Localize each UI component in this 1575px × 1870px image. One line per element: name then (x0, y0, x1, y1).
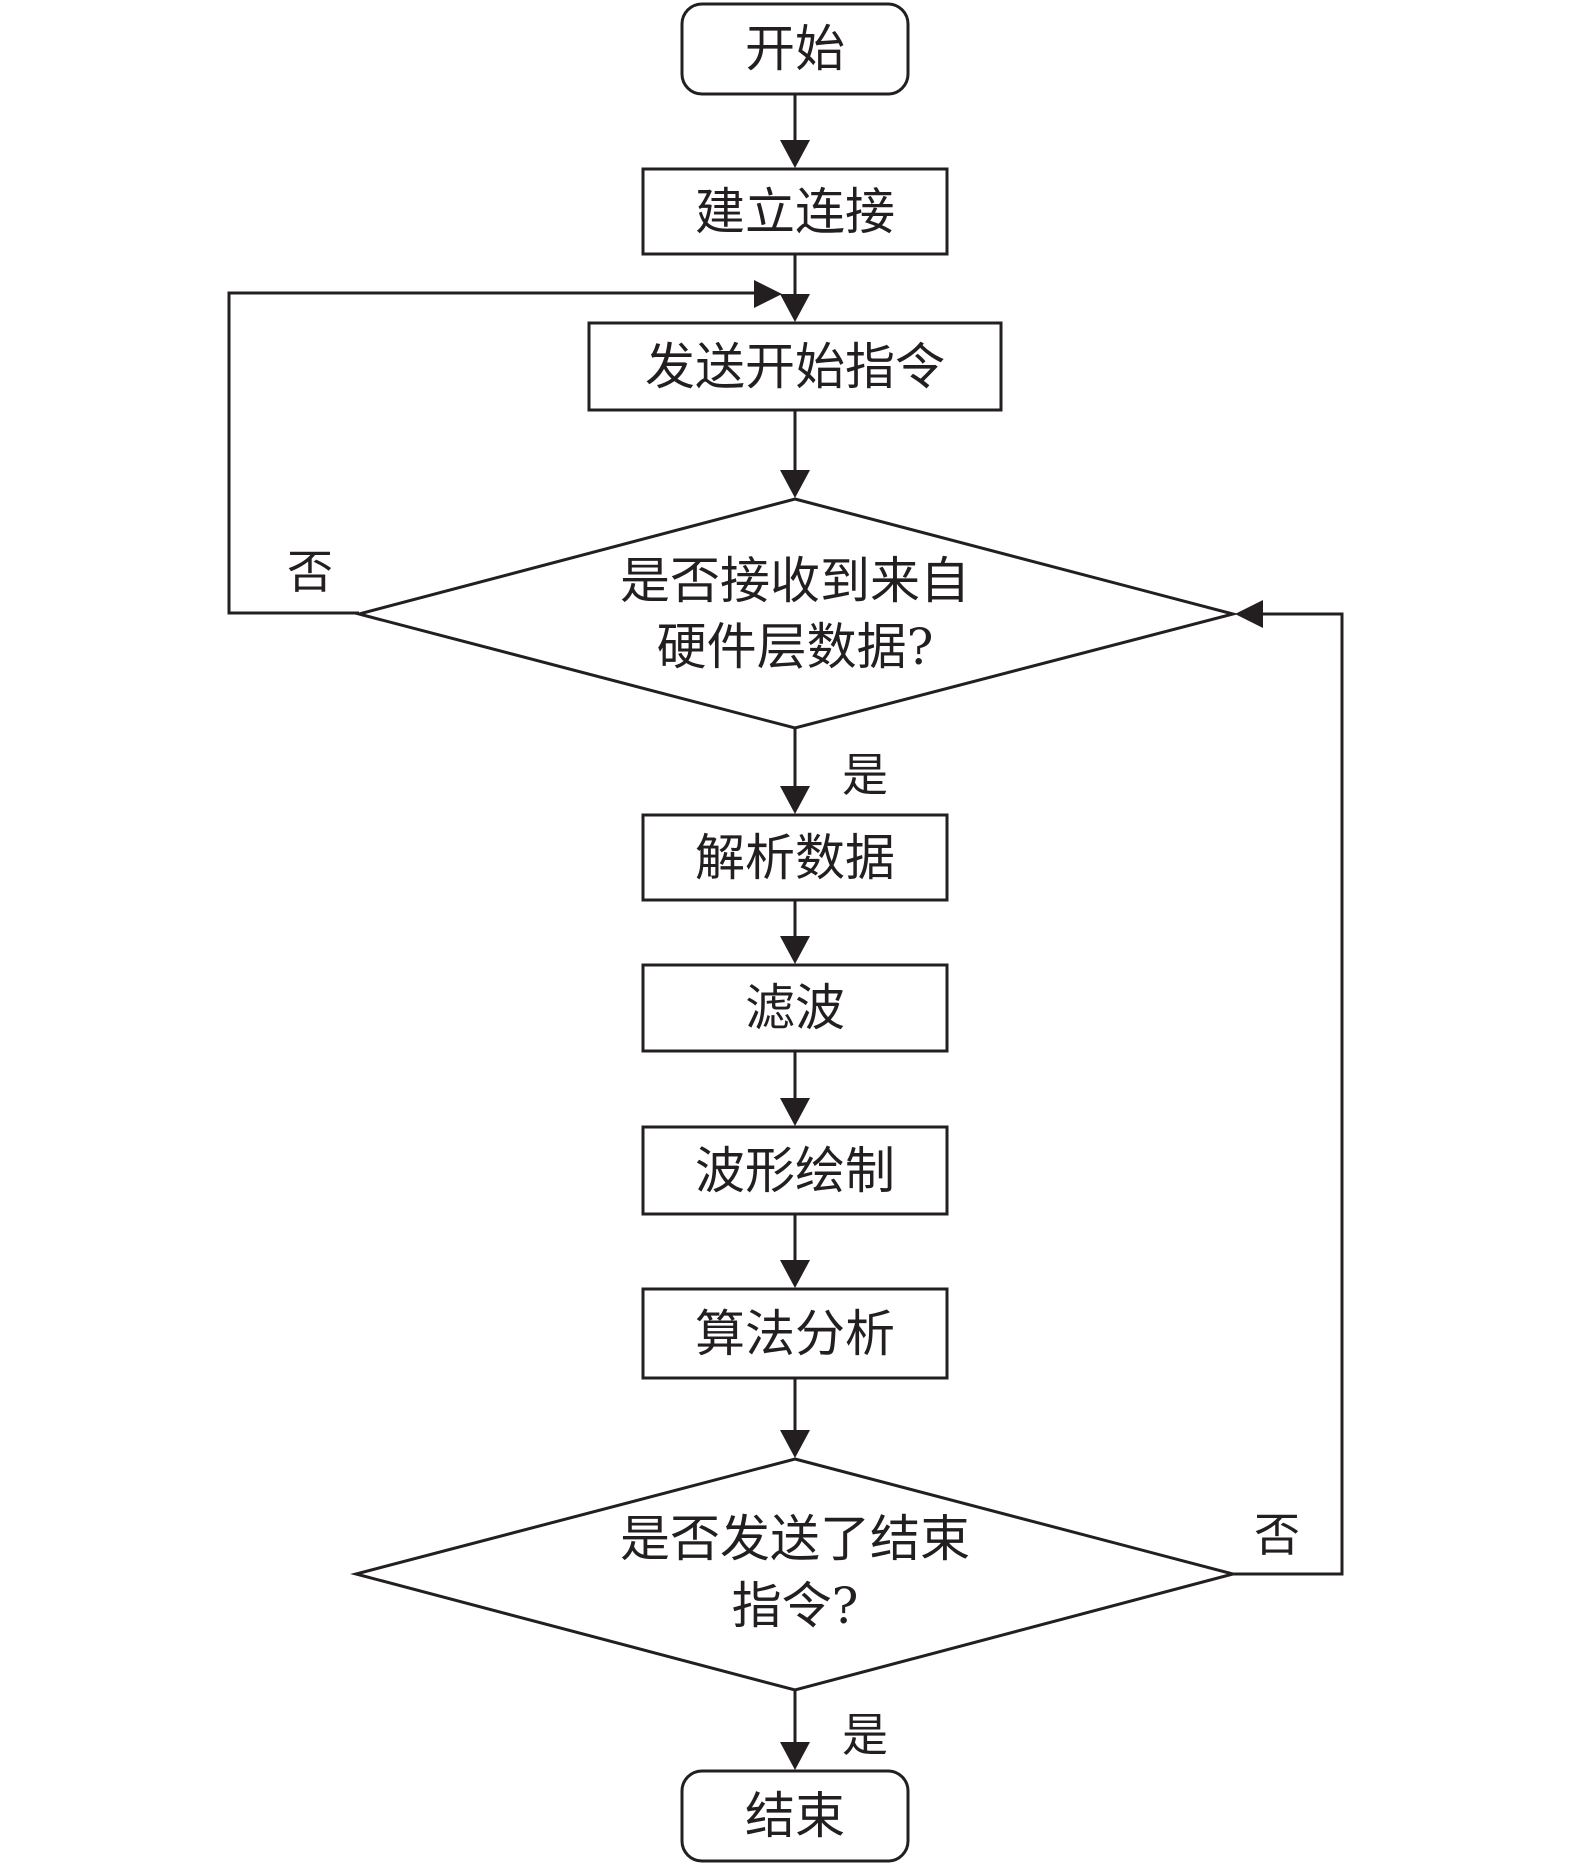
filter-node: 滤波 (641, 963, 949, 1053)
arrowhead (780, 470, 810, 498)
check-end-diamond (350, 1457, 1239, 1692)
analysis-box (641, 1287, 949, 1380)
arrowhead (780, 140, 810, 168)
end-label: 结束 (745, 1787, 845, 1845)
check-end-no-label: 否 (1254, 1508, 1300, 1562)
arrowhead (780, 936, 810, 964)
start-terminal (680, 2, 910, 96)
check-end-node: 是否发送了结束 指令? (350, 1457, 1239, 1692)
analysis-node: 算法分析 (641, 1287, 949, 1380)
filter-box (641, 963, 949, 1053)
parse-node: 解析数据 (641, 813, 949, 902)
end-terminal (680, 1769, 910, 1863)
check-end-yes-label: 是 (842, 1708, 888, 1762)
arrowhead (780, 1260, 810, 1288)
check-data-line2: 硬件层数据? (657, 618, 934, 676)
analysis-label: 算法分析 (695, 1305, 895, 1363)
connect-label: 建立连接 (695, 183, 895, 241)
start-label: 开始 (745, 20, 845, 78)
arrowhead (780, 786, 810, 814)
start-node: 开始 (680, 2, 910, 96)
check-end-line2: 指令? (732, 1577, 859, 1635)
send-start-box (587, 321, 1003, 412)
check-end-line1: 是否发送了结束 (620, 1510, 970, 1568)
arrowhead (780, 1098, 810, 1126)
send-start-node: 发送开始指令 (587, 321, 1003, 412)
arrowhead (754, 280, 782, 308)
filter-label: 滤波 (745, 979, 845, 1037)
parse-label: 解析数据 (695, 829, 895, 887)
connect-node: 建立连接 (641, 167, 949, 256)
waveform-node: 波形绘制 (641, 1125, 949, 1216)
parse-box (641, 813, 949, 902)
connect-box (641, 167, 949, 256)
waveform-label: 波形绘制 (695, 1142, 895, 1200)
edge-check-end-no-loop (1233, 612, 1344, 1576)
check-data-line1: 是否接收到来自 (620, 552, 970, 610)
check-data-node: 是否接收到来自 硬件层数据? (353, 497, 1239, 730)
check-data-no-label: 否 (287, 545, 333, 599)
connectors (227, 95, 1344, 1770)
check-data-yes-label: 是 (842, 748, 888, 802)
check-data-diamond (353, 497, 1239, 730)
arrowhead (780, 1742, 810, 1770)
arrowhead (780, 294, 810, 322)
arrowhead (780, 1430, 810, 1458)
waveform-box (641, 1125, 949, 1216)
end-node: 结束 (680, 1769, 910, 1863)
arrowhead (1235, 600, 1263, 628)
send-start-label: 发送开始指令 (645, 338, 945, 396)
edge-check-data-no-loop (227, 291, 757, 615)
